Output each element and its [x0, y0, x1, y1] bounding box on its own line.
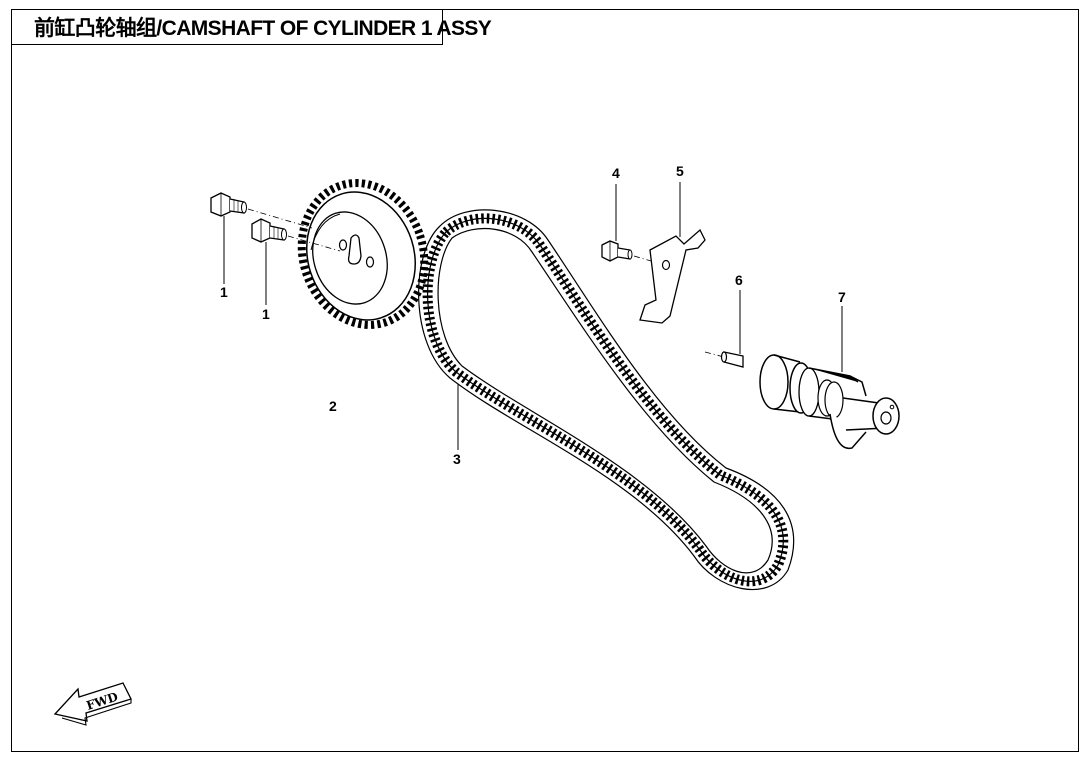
title-box: 前缸凸轮轴组/CAMSHAFT OF CYLINDER 1 ASSY — [11, 9, 492, 45]
cam-plate — [639, 182, 706, 324]
diagram-title: 前缸凸轮轴组/CAMSHAFT OF CYLINDER 1 ASSY — [34, 17, 492, 40]
callout-7: 7 — [838, 289, 846, 305]
drawing-frame — [11, 9, 1079, 752]
sprocket-bolt-upper — [210, 192, 313, 284]
forward-arrow-icon: FWD — [53, 682, 132, 726]
cam-sprocket — [297, 179, 429, 329]
dowel-pin — [704, 290, 744, 368]
callout-5: 5 — [676, 163, 684, 179]
callout-6: 6 — [735, 272, 743, 288]
sprocket-bolt-lower — [251, 218, 341, 305]
camshaft — [759, 306, 900, 450]
callout-3: 3 — [453, 451, 461, 467]
plate-bolt — [601, 184, 669, 267]
callout-2: 2 — [329, 398, 337, 414]
callout-1-lower: 1 — [262, 306, 270, 322]
callout-4: 4 — [612, 165, 620, 181]
callout-1-upper: 1 — [220, 284, 228, 300]
timing-chain — [418, 209, 795, 591]
